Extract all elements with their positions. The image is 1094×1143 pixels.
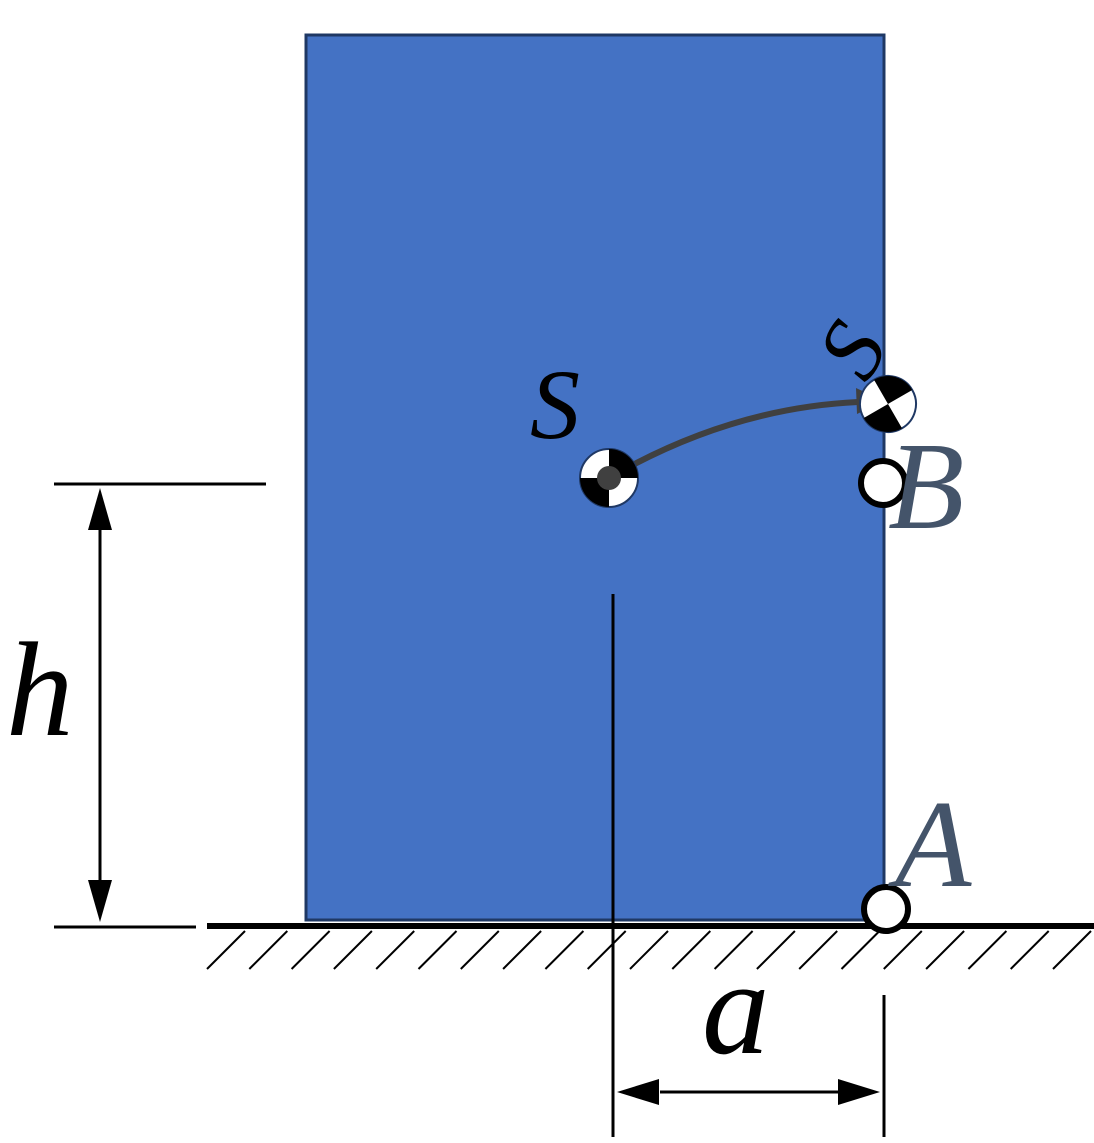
hatch-line: [417, 930, 458, 970]
a-arrowhead-left: [617, 1079, 659, 1105]
center-of-mass-path-arrow: [607, 399, 859, 481]
label-A: A: [888, 776, 972, 914]
hatch-line: [1052, 930, 1092, 970]
hatch-line: [290, 930, 331, 970]
center-of-mass-tipped-icon: [859, 375, 917, 433]
hatch-line: [925, 930, 965, 970]
label-S: S: [530, 349, 580, 460]
h-arrowhead-up: [88, 488, 112, 530]
point-A: [861, 884, 911, 934]
hatch-line: [502, 930, 542, 970]
hatch-line: [1009, 930, 1050, 970]
hatch-line: [544, 930, 585, 970]
hatch-line: [840, 930, 881, 970]
hatch-line: [671, 930, 712, 970]
hatch-line: [375, 930, 415, 970]
hatch-line: [713, 930, 754, 970]
point-B: [858, 458, 908, 508]
center-of-mass-icon: [579, 448, 639, 508]
h-arrowhead-down: [88, 880, 112, 922]
hatch-line: [333, 930, 373, 970]
ground-hatching: [206, 930, 1092, 970]
hatch-line: [798, 930, 838, 970]
hatch-line: [629, 930, 669, 970]
hatch-line: [586, 930, 627, 970]
label-a: a: [702, 934, 770, 1083]
hatch-line: [460, 930, 500, 970]
hatch-line: [967, 930, 1008, 970]
hatch-line: [206, 930, 246, 970]
hatch-line: [756, 930, 796, 970]
label-h: h: [6, 616, 74, 765]
hatch-line: [248, 930, 289, 970]
a-arrowhead-right: [838, 1079, 880, 1105]
label-B: B: [888, 418, 964, 556]
hatch-line: [883, 930, 923, 970]
